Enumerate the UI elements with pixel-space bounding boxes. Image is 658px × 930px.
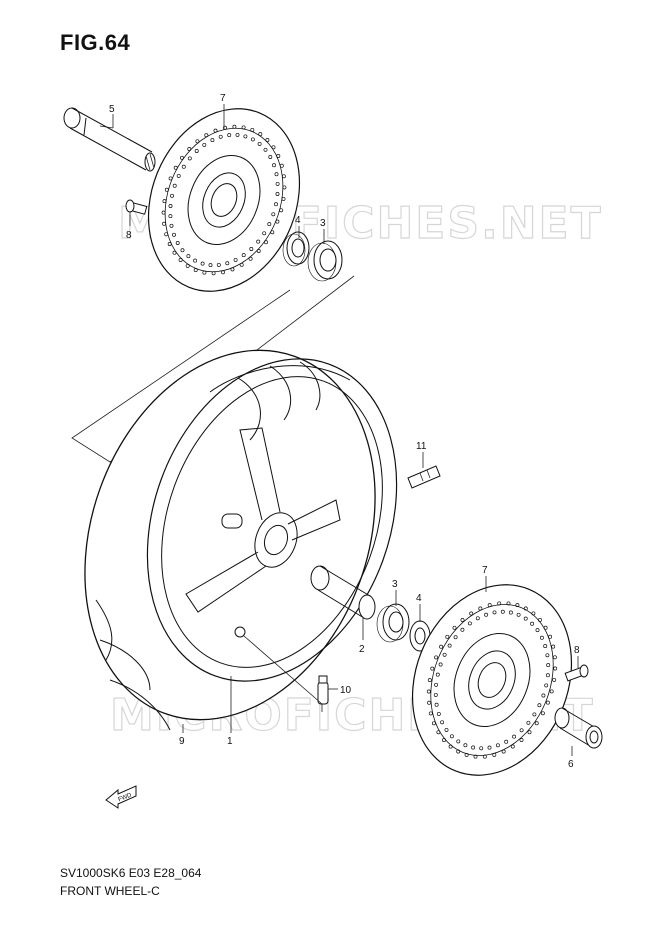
callout-10: 10	[340, 685, 352, 696]
brake-disc-left	[147, 108, 301, 292]
spacer	[310, 565, 376, 620]
callout-5: 5	[109, 104, 115, 115]
callout-4-left: 4	[295, 215, 301, 226]
callout-11: 11	[416, 441, 427, 452]
model-code: SV1000SK6 E03 E28_064	[60, 866, 202, 880]
brake-disc-right	[411, 584, 573, 776]
wheel	[161, 376, 383, 668]
callout-3-right: 3	[392, 579, 398, 590]
tire	[84, 349, 398, 731]
callout-8-left: 8	[126, 230, 132, 241]
leader-lines	[99, 104, 579, 756]
fwd-label: FWD	[118, 792, 134, 803]
callout-7-left: 7	[220, 93, 226, 104]
callout-3-left: 3	[320, 218, 326, 229]
callout-labels: 5 7 8 4 3 11 3 4 7 2 8 10 9 1 6	[109, 93, 580, 770]
callout-8-right: 8	[574, 645, 580, 656]
callout-2: 2	[359, 644, 365, 655]
bearing-right	[376, 603, 410, 643]
fwd-arrow-icon: FWD	[105, 785, 137, 809]
collar	[554, 707, 603, 749]
disc-bolt-right	[564, 664, 589, 682]
figure-title: FIG.64	[60, 30, 131, 55]
callout-9: 9	[179, 736, 185, 747]
section-name: FRONT WHEEL-C	[60, 884, 160, 898]
oil-seal-left	[282, 231, 310, 267]
tire-valve	[317, 675, 329, 705]
callout-4-right: 4	[416, 593, 422, 604]
callout-6: 6	[568, 759, 574, 770]
callout-1: 1	[227, 736, 233, 747]
bearing-left	[307, 240, 343, 282]
front-axle	[63, 107, 156, 172]
balancer-weight	[407, 465, 441, 489]
callout-7-right: 7	[482, 565, 488, 576]
